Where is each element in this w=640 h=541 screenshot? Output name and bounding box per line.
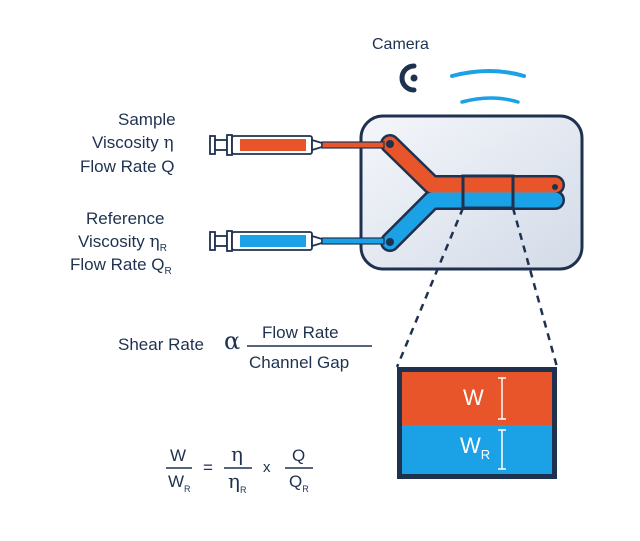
sample-flow-symbol: Q xyxy=(161,157,175,176)
sample-title: Sample xyxy=(118,110,176,129)
eq-lhs-den-sub: R xyxy=(184,484,191,494)
zoom-window xyxy=(461,174,515,210)
camera-icon xyxy=(399,63,418,93)
sample-syringe xyxy=(209,134,385,156)
eq-equals: = xyxy=(203,458,213,477)
shear-rate-label: Shear Rate xyxy=(118,335,204,354)
sample-viscosity-symbol: η xyxy=(163,133,174,153)
eq-eta-den-symbol: η xyxy=(228,469,240,493)
sample-viscosity: Viscosity η xyxy=(92,132,174,154)
eq-eta-den: ηR xyxy=(228,470,246,501)
zoomed-channel xyxy=(397,367,557,479)
sample-flow-rate: Flow Rate Q xyxy=(80,156,175,178)
reference-viscosity-symbol: η xyxy=(149,232,160,252)
sample-viscosity-label: Viscosity xyxy=(92,133,159,152)
reference-viscosity-sub: R xyxy=(159,243,167,254)
reference-flow-rate: Flow Rate QR xyxy=(70,254,172,283)
reference-viscosity: Viscosity ηR xyxy=(78,231,167,260)
eq-times: x xyxy=(263,459,271,476)
reference-flow-label: Flow Rate xyxy=(70,255,147,274)
eq-q-den-sub: R xyxy=(302,484,309,494)
sample-flow-label: Flow Rate xyxy=(80,157,157,176)
reference-flow-sub: R xyxy=(164,266,172,277)
eq-lhs-den-symbol: W xyxy=(168,472,185,491)
wr-sub: R xyxy=(480,447,491,462)
shear-denominator: Channel Gap xyxy=(249,353,350,372)
w-label: W xyxy=(463,385,484,410)
eq-q-den-symbol: Q xyxy=(289,472,303,491)
proportional-symbol: α xyxy=(224,327,241,355)
eq-q-den: QR xyxy=(289,471,309,500)
eq-eta-den-sub: R xyxy=(239,485,247,495)
eq-eta-num: η xyxy=(231,442,243,466)
eq-q-num: Q xyxy=(292,446,306,465)
eq-lhs-num: W xyxy=(170,446,187,465)
reference-title: Reference xyxy=(86,209,165,228)
zoom-lines xyxy=(395,207,559,368)
reference-viscosity-label: Viscosity xyxy=(78,232,145,251)
wr-symbol: W xyxy=(460,433,481,458)
reference-flow-symbol: Q xyxy=(151,255,165,274)
wr-label: WR xyxy=(460,433,490,468)
reference-syringe xyxy=(209,230,385,252)
shear-numerator: Flow Rate xyxy=(262,323,339,342)
eq-lhs-den: WR xyxy=(168,471,191,500)
camera-label: Camera xyxy=(372,36,429,53)
